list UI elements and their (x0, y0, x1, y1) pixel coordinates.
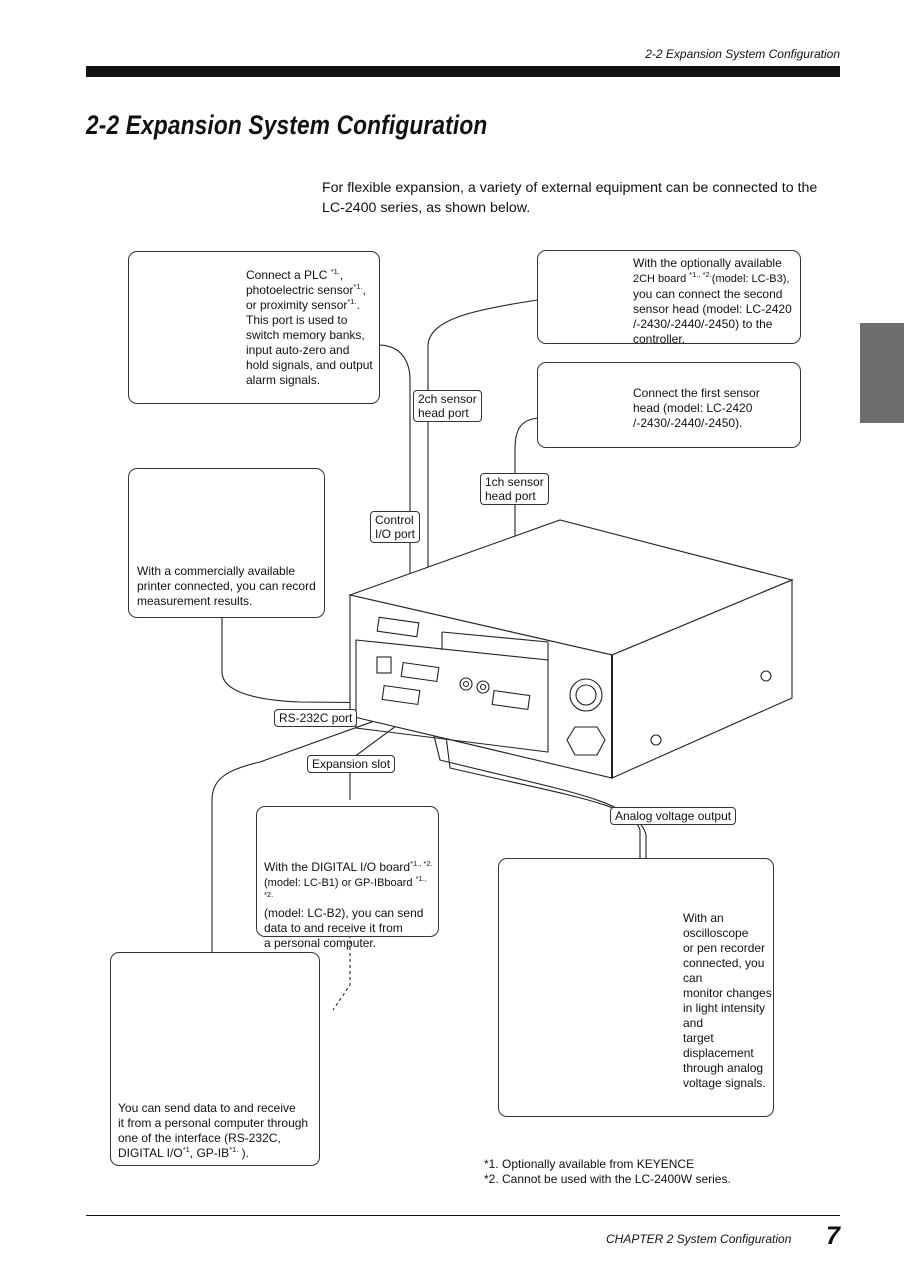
oscilloscope-text: With an oscilloscope or pen recorder con… (683, 911, 772, 1090)
intro-paragraph: For flexible expansion, a variety of ext… (322, 180, 818, 216)
footer-chapter-title: CHAPTER 2 System Configuration (606, 1232, 792, 1246)
printer-text: With a commercially available printer co… (137, 564, 316, 608)
first-sensor-text: Connect the first sensor head (model: LC… (633, 386, 760, 430)
plc-sensor-card (128, 251, 380, 404)
footnote-2: *2. Cannot be used with the LC-2400W ser… (484, 1172, 731, 1186)
footer-rule (86, 1215, 840, 1216)
label-analog-voltage-output: Analog voltage output (610, 807, 737, 825)
digital-io-card (256, 806, 439, 937)
second-sensor-text: With the optionally available 2CH board … (633, 256, 792, 346)
oscilloscope-card (498, 858, 774, 1117)
label-rs232c-port: RS-232C port (274, 709, 358, 727)
header-rule (86, 66, 840, 77)
printer-card (128, 468, 325, 618)
cable-dotted (332, 935, 351, 1011)
cable-pc (211, 685, 473, 952)
cable-printer (221, 600, 401, 704)
plc-sensor-text: Connect a PLC *1., photoelectric sensor*… (246, 267, 373, 387)
pc-text: You can send data to and receive it from… (118, 1101, 309, 1160)
digital-io-text: With the DIGITAL I/O board*1., *2. (mode… (264, 859, 433, 950)
page-number: 7 (826, 1222, 840, 1250)
footnote-1: *1. Optionally available from KEYENCE (484, 1157, 695, 1171)
pc-card (110, 952, 320, 1166)
running-header: 2-2 Expansion System Configuration (645, 47, 840, 61)
cable-2ch-head (427, 299, 539, 650)
second-sensor-card (537, 250, 801, 344)
cable-control-io (377, 344, 419, 676)
page-title: 2-2 Expansion System Configuration (86, 110, 488, 140)
chapter-thumb-tab (860, 323, 904, 423)
label-expansion-slot: Expansion slot (307, 755, 396, 773)
first-sensor-card (537, 362, 801, 448)
cable-1ch-head (514, 417, 539, 700)
cable-analog-2 (443, 719, 647, 860)
